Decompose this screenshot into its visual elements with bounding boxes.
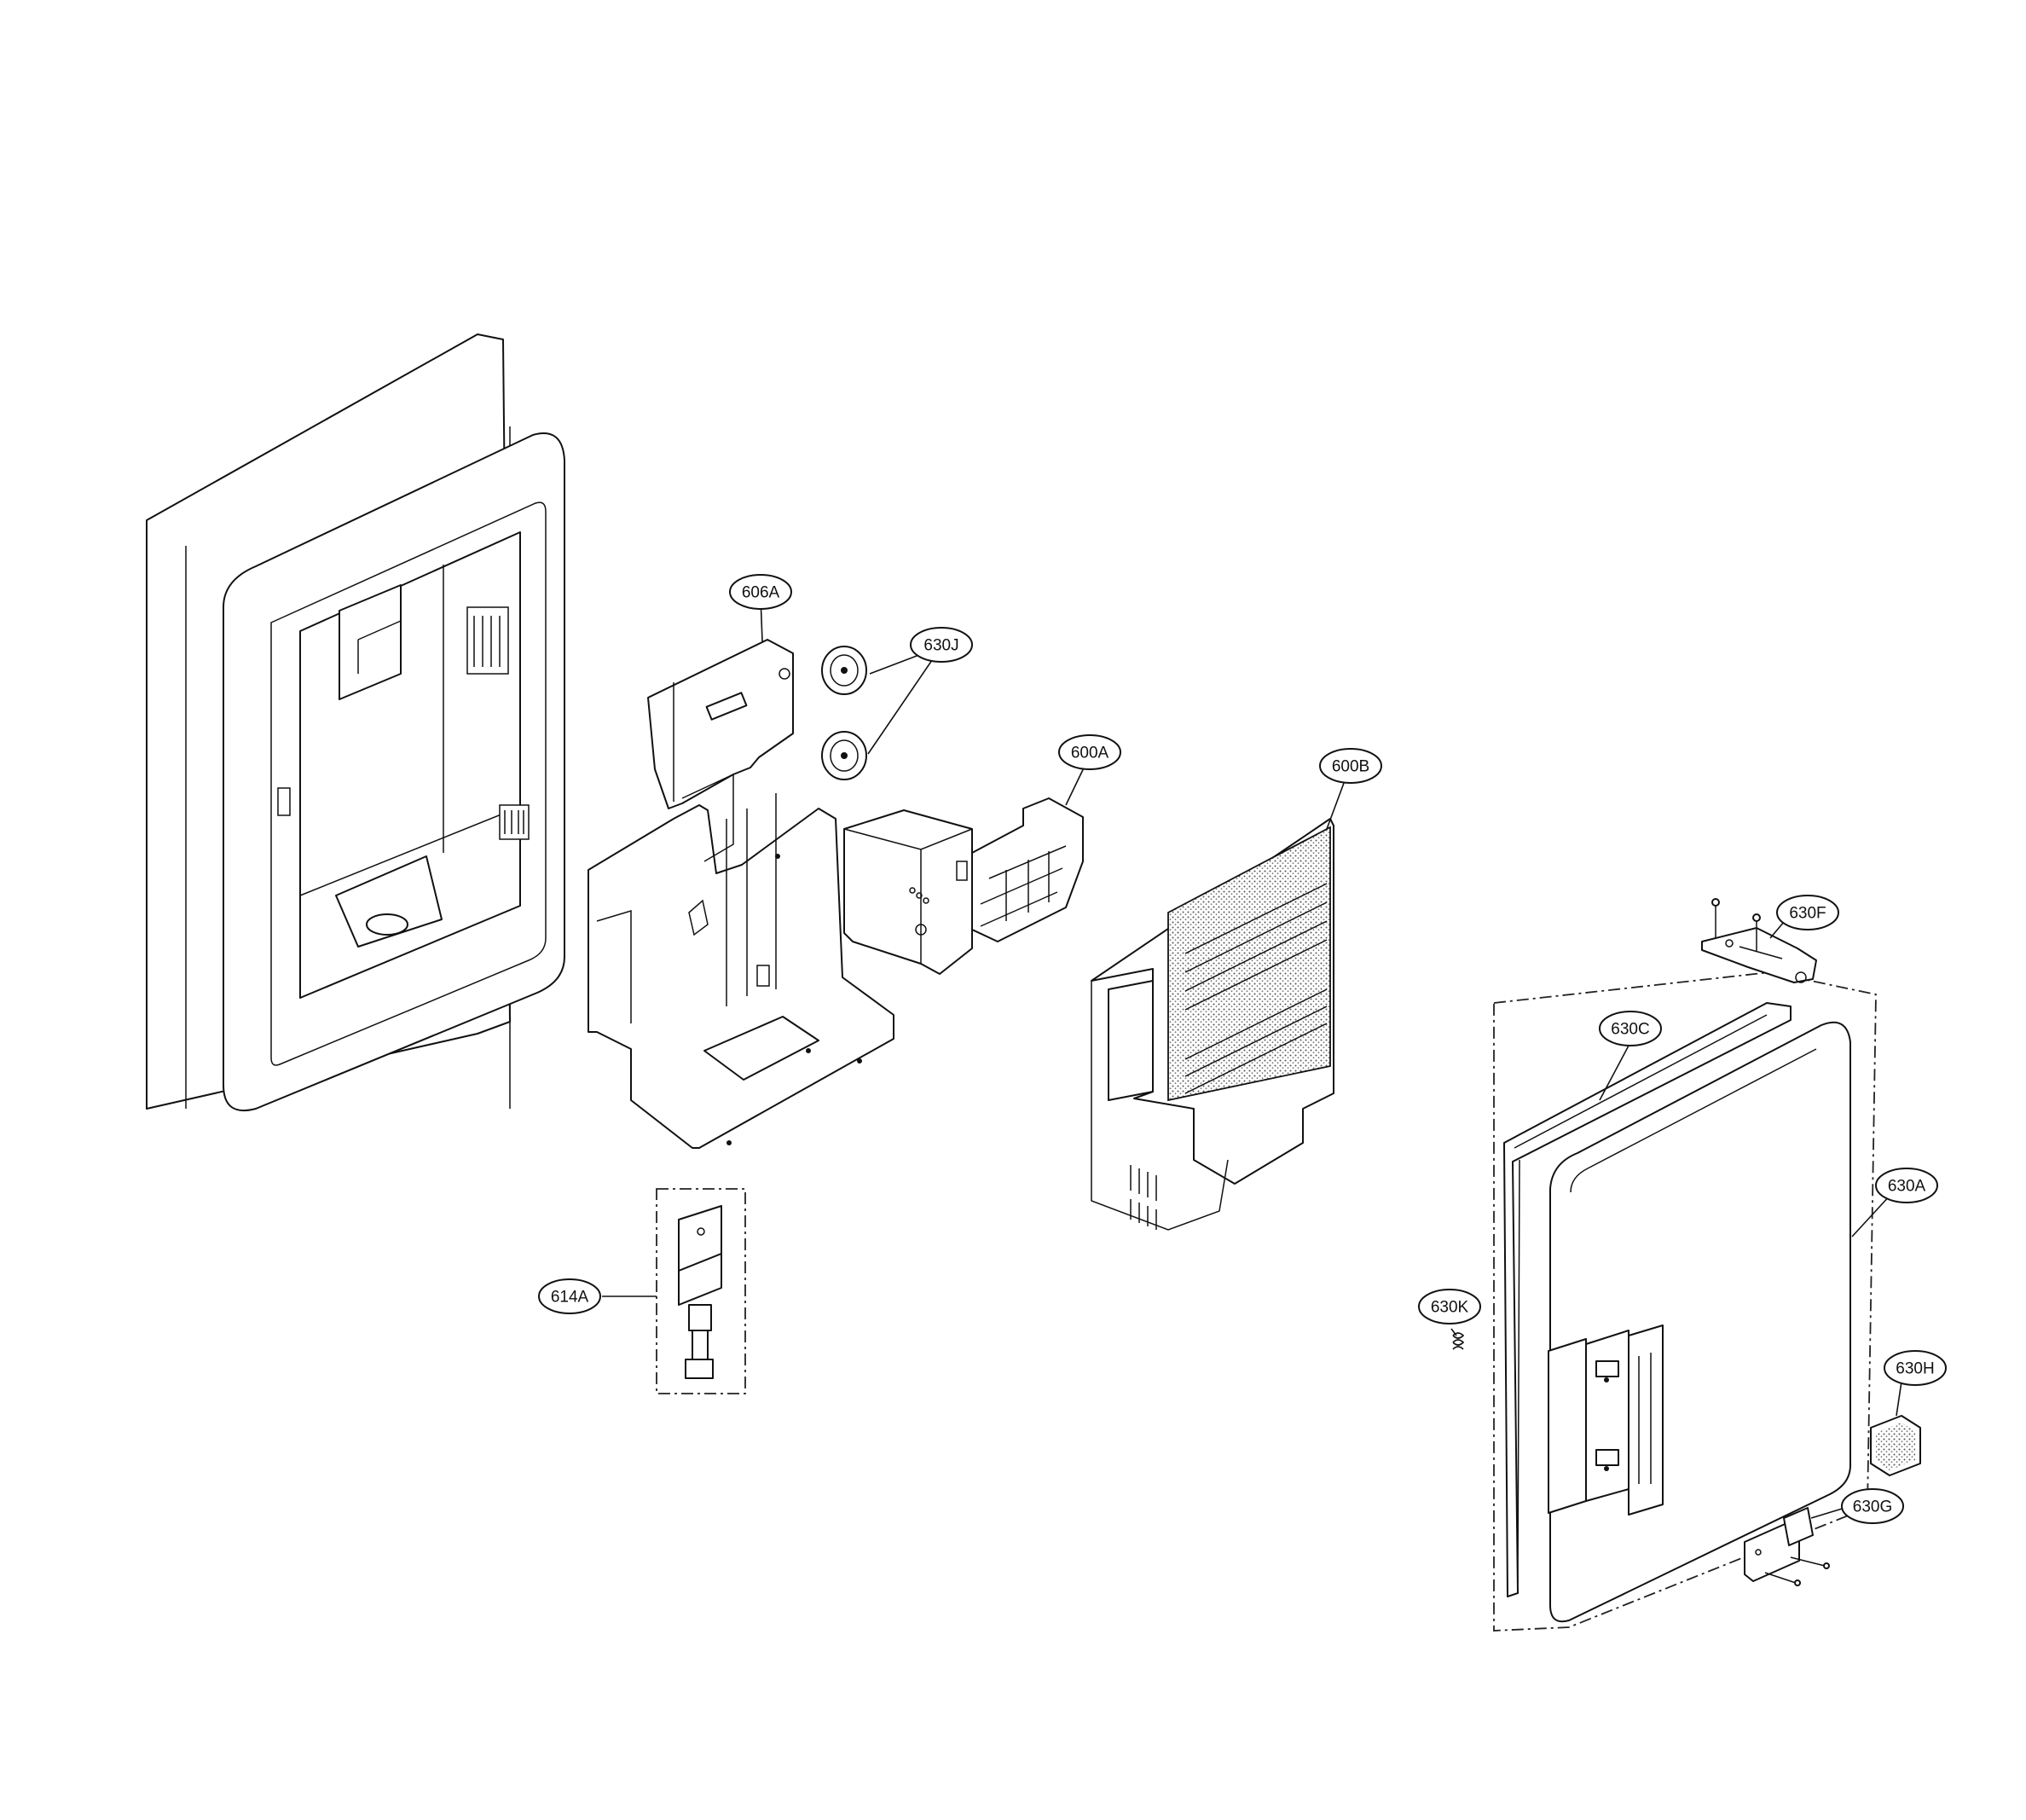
callout-630k: 630K — [1418, 1289, 1481, 1324]
hinge-cap-630h — [1870, 1415, 1921, 1476]
callout-630j: 630J — [910, 627, 973, 663]
ice-bin-600b — [1091, 818, 1334, 1231]
callout-630c: 630C — [1599, 1011, 1662, 1046]
water-valve-614a — [656, 1188, 746, 1394]
callout-614a: 614A — [538, 1278, 601, 1314]
callout-bubble — [538, 1278, 601, 1314]
door-vent-upper — [466, 606, 509, 675]
callout-bubble — [1841, 1488, 1904, 1524]
callout-600a: 600A — [1058, 734, 1121, 770]
callout-text: 630H — [1896, 1360, 1934, 1378]
freezer-door-630a — [1493, 971, 1877, 1632]
callout-text: 630A — [1888, 1178, 1926, 1196]
dispenser-housing-606a — [588, 639, 894, 1149]
callout-bubble — [1884, 1350, 1947, 1386]
callout-text: 606A — [742, 584, 780, 602]
callout-labels: 606A 630J 600A 600B 630F 630C 630A 630K 630H 630G… — [538, 574, 1947, 1524]
callout-630a: 630A — [1875, 1168, 1938, 1203]
callout-bubble — [729, 574, 792, 610]
ice-maker-600a — [843, 797, 1084, 975]
callout-bubble — [1875, 1168, 1938, 1203]
callout-600b: 600B — [1319, 748, 1382, 784]
lower-hinge-630g — [1744, 1507, 1830, 1586]
callout-bubble — [1776, 895, 1839, 930]
refrigerator-door-assembly — [146, 333, 565, 1112]
callout-bubble — [910, 627, 973, 663]
callout-text: 630K — [1431, 1299, 1469, 1317]
callout-bubble — [1058, 734, 1121, 770]
door-gasket-630c — [1503, 1002, 1792, 1597]
roller-630j-upper — [821, 646, 867, 695]
callout-630h: 630H — [1884, 1350, 1947, 1386]
spring-630k — [1452, 1332, 1465, 1350]
ice-bin-vent — [1130, 1165, 1157, 1230]
callout-text: 630C — [1611, 1021, 1649, 1039]
callout-bubble — [1599, 1011, 1662, 1046]
callout-text: 600B — [1332, 758, 1369, 776]
callout-606a: 606A — [729, 574, 792, 610]
callout-630f: 630F — [1776, 895, 1839, 930]
callout-text: 614A — [551, 1289, 589, 1307]
callout-bubble — [1418, 1289, 1481, 1324]
callout-text: 630J — [923, 637, 958, 655]
callout-text: 630G — [1853, 1498, 1892, 1516]
roller-630j-lower — [821, 731, 867, 780]
door-vent-lower — [499, 804, 530, 840]
callout-text: 600A — [1071, 745, 1109, 762]
callout-630g: 630G — [1841, 1488, 1904, 1524]
hinge-630f — [1701, 898, 1817, 983]
callout-bubble — [1319, 748, 1382, 784]
callout-text: 630F — [1789, 905, 1826, 923]
